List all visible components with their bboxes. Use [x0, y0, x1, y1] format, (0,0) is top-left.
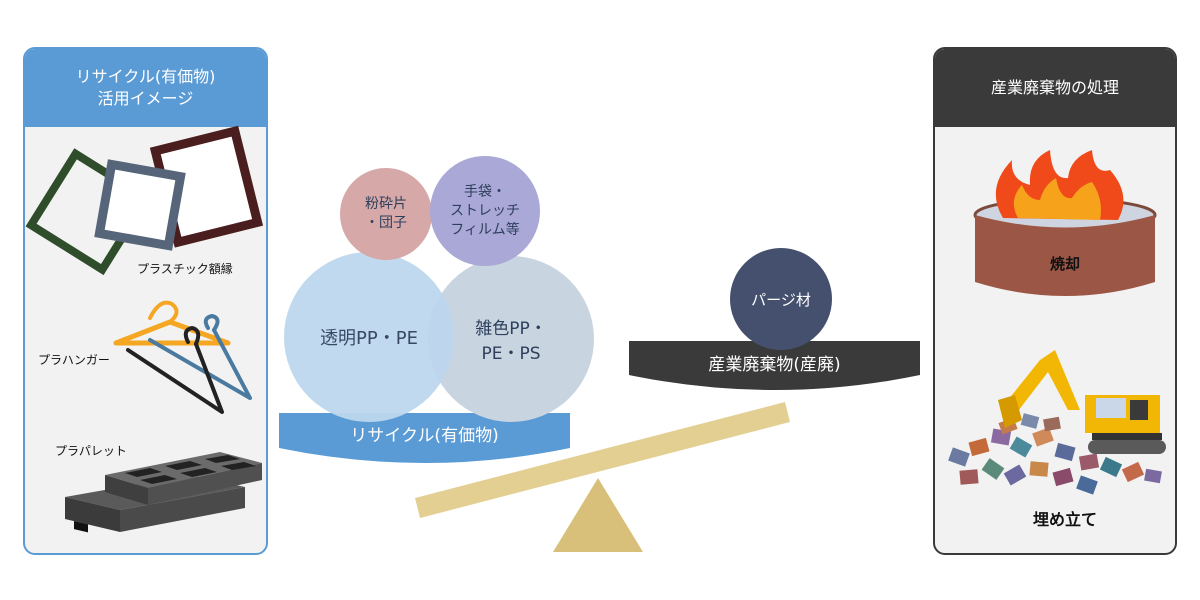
seesaw-beam — [415, 402, 790, 518]
recycle-usage-title-line2: 活用イメージ — [97, 89, 194, 108]
plastic-frame-label: プラスチック額縁 — [137, 262, 233, 276]
recycle-base-bowl — [279, 413, 570, 463]
incinerator-icon — [973, 150, 1157, 296]
industrial-waste-title: 産業廃棄物の処理 — [990, 78, 1119, 97]
crushed-pieces-line1: 粉砕片 — [365, 196, 407, 212]
industrial-waste-base-bowl — [629, 341, 920, 390]
incineration-label: 焼却 — [1049, 255, 1080, 273]
purge-material-label: パージ材 — [751, 290, 811, 309]
plastic-hanger-label: プラハンガー — [38, 353, 110, 367]
gloves-film-line2: ストレッチ — [450, 202, 520, 219]
plastic-pallet-icon — [65, 452, 262, 533]
seesaw-fulcrum — [553, 478, 643, 552]
landfill-excavator-icon — [948, 350, 1166, 495]
gloves-film-line3: フィルム等 — [450, 221, 520, 238]
plastic-pallet-label: プラパレット — [55, 444, 127, 458]
industrial-waste-panel-header: 産業廃棄物の処理 — [935, 49, 1175, 127]
crushed-pieces-circle: 粉砕片 ・団子 — [340, 168, 432, 260]
crushed-pieces-line2: ・団子 — [365, 215, 407, 231]
clear-pp-circle-line1: 透明PP・PE — [320, 328, 418, 349]
industrial-waste-base-label: 産業廃棄物(産廃) — [708, 355, 841, 375]
recycle-usage-panel-header: リサイクル(有価物) 活用イメージ — [25, 49, 266, 127]
colored-pp-circle-line1: 雑色PP・ — [475, 319, 547, 339]
gloves-film-circle: 手袋・ ストレッチ フィルム等 — [430, 156, 540, 266]
plastic-hanger-icon — [113, 300, 252, 414]
purge-material-circle: パージ材 — [730, 248, 832, 350]
recycle-usage-title-line1: リサイクル(有価物) — [75, 67, 216, 86]
landfill-label: 埋め立て — [1032, 510, 1097, 529]
recycle-base-label: リサイクル(有価物) — [350, 426, 499, 446]
clear-pp-pe-circle: 透明PP・PE — [284, 252, 454, 422]
gloves-film-line1: 手袋・ — [464, 183, 506, 200]
colored-pp-circle-line2: PE・PS — [481, 344, 541, 364]
colored-pp-pe-ps-circle: 雑色PP・ PE・PS — [428, 256, 594, 422]
plastic-frame-icon — [25, 125, 264, 276]
